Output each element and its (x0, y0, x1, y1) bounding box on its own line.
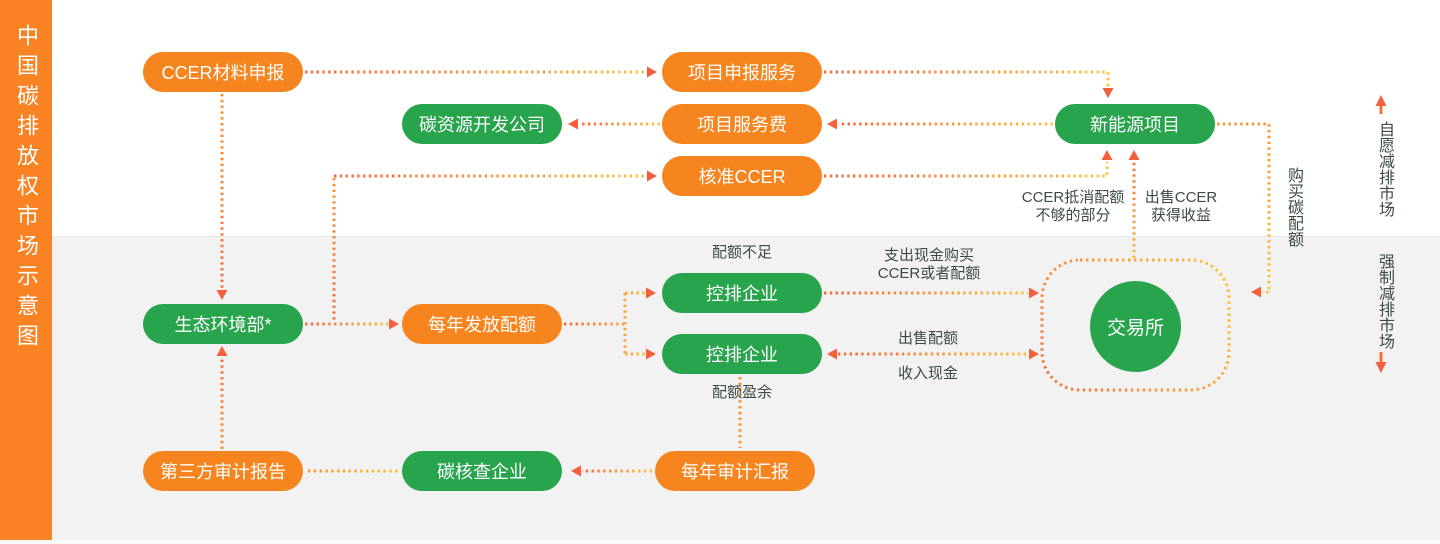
label-quota-surplus: 配额盈余 (711, 384, 773, 401)
node-service-fee: 项目服务费 (662, 104, 822, 144)
label-ccer-offset: CCER抵消配额 不够的部分 (1021, 189, 1125, 224)
label-sell-quota: 出售配额 (897, 330, 959, 347)
node-approved-ccer: 核准CCER (662, 156, 822, 196)
node-carbon-dev-company: 碳资源开发公司 (402, 104, 562, 144)
node-ccer-material: CCER材料申报 (143, 52, 303, 92)
node-annual-quota: 每年发放配额 (402, 304, 562, 344)
label-pay-cash: 支出现金购买 CCER或者配额 (877, 247, 981, 282)
node-emitter-surplus: 控排企业 (662, 334, 822, 374)
diagram-title-sidebar: 中国碳排放权市场示意图 (0, 0, 52, 540)
node-new-energy-project: 新能源项目 (1055, 104, 1215, 144)
label-sell-ccer: 出售CCER 获得收益 (1144, 189, 1218, 224)
bottom-edge-strip (0, 540, 1440, 544)
label-voluntary-market: 自愿减排市场 (1376, 121, 1393, 217)
label-buy-carbon-quota: 购买碳配额 (1285, 167, 1302, 247)
label-receive-cash: 收入现金 (897, 365, 959, 382)
node-exchange: 交易所 (1090, 281, 1181, 372)
node-carbon-verifier: 碳核查企业 (402, 451, 562, 491)
node-project-service: 项目申报服务 (662, 52, 822, 92)
diagram-title: 中国碳排放权市场示意图 (14, 24, 39, 354)
node-annual-audit: 每年审计汇报 (655, 451, 815, 491)
node-ministry: 生态环境部* (143, 304, 303, 344)
node-third-party-audit: 第三方审计报告 (143, 451, 303, 491)
node-emitter-deficit: 控排企业 (662, 273, 822, 313)
up-arrow-icon (1375, 95, 1387, 114)
label-mandatory-market: 强制减排市场 (1376, 253, 1393, 349)
label-quota-deficit: 配额不足 (711, 244, 773, 261)
